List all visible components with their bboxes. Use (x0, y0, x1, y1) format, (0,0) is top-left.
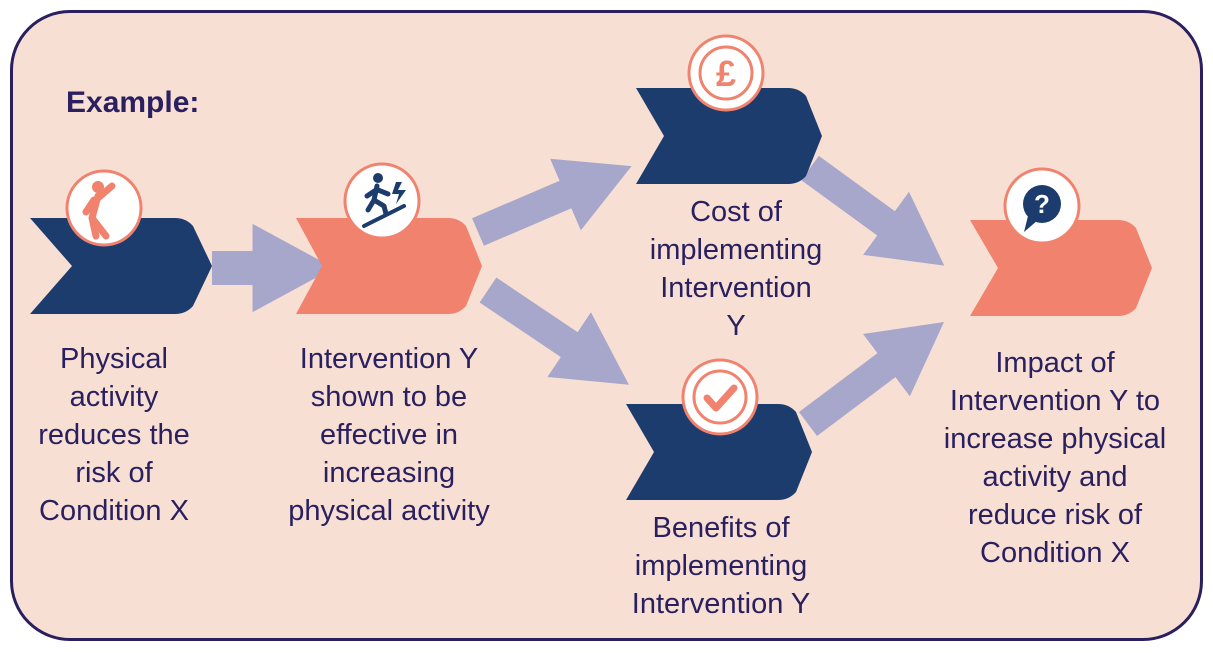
question-bubble-icon: ? (1023, 185, 1061, 232)
edges (212, 155, 945, 436)
node-label-intervention-y: Intervention Y shown to be effective in … (288, 343, 490, 527)
checkmark-icon (692, 369, 748, 425)
chevron-shape (970, 220, 1152, 316)
climbing-stairs-icon (362, 173, 406, 228)
node-label-physical-activity: Physical activity reduces the risk of Co… (38, 343, 190, 527)
edge-cost-to-impact (801, 155, 945, 266)
chevron-shape (636, 88, 822, 184)
stretching-person-icon (82, 181, 116, 240)
checkmark-glyph (703, 384, 738, 412)
edge-intervention-y-to-benefits (479, 277, 629, 385)
svg-text:?: ? (1034, 189, 1050, 219)
chevron-shape (626, 404, 812, 500)
chevron-shape (30, 218, 212, 314)
node-benefits (626, 358, 812, 500)
icon-badge (65, 169, 143, 247)
pound-sign-glyph: £ (716, 53, 736, 94)
edge-intervention-y-to-cost (472, 158, 632, 246)
node-intervention-y (296, 162, 482, 314)
node-impact: ? (970, 167, 1152, 316)
diagram-title: Example: (66, 86, 200, 119)
edge-benefits-to-impact (799, 322, 945, 436)
pound-sign-icon (698, 45, 754, 101)
chevron-shape (296, 218, 482, 314)
node-physical-activity (30, 169, 212, 314)
node-label-impact: Impact of Intervention Y to increase phy… (943, 347, 1167, 569)
node-cost: £ (636, 34, 822, 184)
node-label-benefits: Benefits of implementing Intervention Y (631, 512, 811, 620)
node-label-cost: Cost of implementing Intervention Y (649, 196, 823, 342)
